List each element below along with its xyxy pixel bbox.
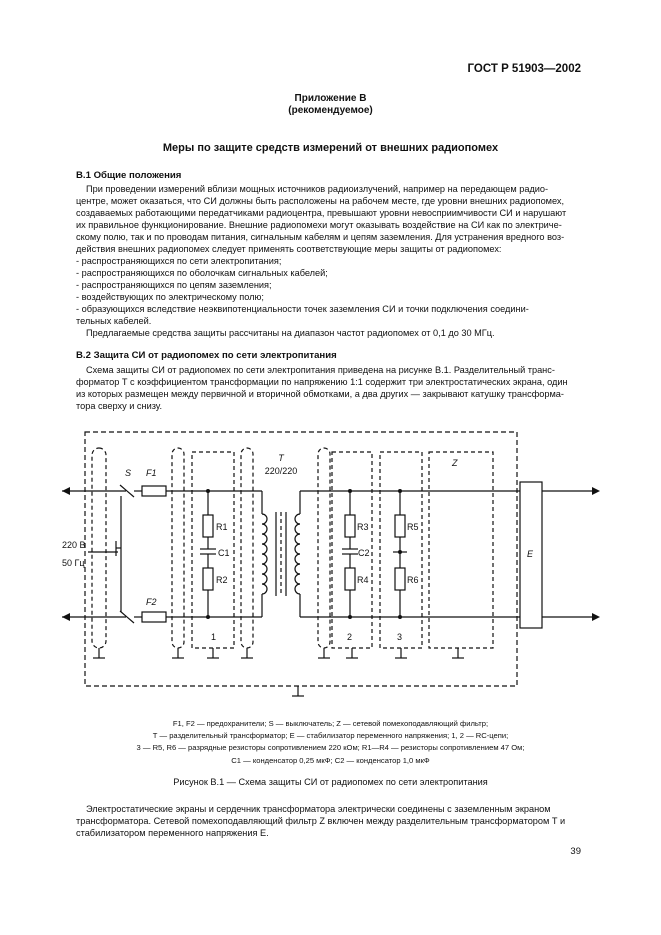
label-r4: R4 (357, 575, 369, 585)
switch-blade-top (119, 484, 135, 498)
text-line: При проведении измерений вблизи мощных и… (86, 184, 549, 194)
label-r6: R6 (407, 575, 419, 585)
text-line: Предлагаемые средства защиты рассчитаны … (86, 328, 495, 338)
label-c2: C2 (358, 548, 370, 558)
text-line: действия внешних радиопомех следует прим… (76, 244, 502, 254)
resistor-r6 (394, 567, 406, 591)
label-ratio: 220/220 (265, 466, 298, 476)
fuse-f1 (141, 485, 167, 497)
resistor-r3 (344, 514, 356, 538)
legend-line: Т — разделительный трансформатор; Е — ст… (152, 731, 509, 741)
label-r1: R1 (216, 522, 228, 532)
label-f1: F1 (146, 468, 157, 478)
list-item: - распространяющихся по оболочкам сигнал… (76, 268, 328, 278)
shield-input (91, 447, 107, 649)
text-line: Схема защиты СИ от радиопомех по сети эл… (86, 365, 555, 375)
figure-title: Рисунок В.1 — Схема защиты СИ от радиопо… (173, 777, 488, 787)
list-item: - распространяющихся по сети электропита… (76, 256, 282, 266)
arrow-top-left (62, 487, 70, 495)
label-r2: R2 (216, 575, 228, 585)
list-item: - воздействующих по электрическому полю; (76, 292, 264, 302)
label-block-3: 3 (397, 632, 402, 642)
appendix-subtitle: (рекомендуемое) (288, 105, 373, 116)
standard-header: ГОСТ Р 51903—2002 (467, 63, 581, 75)
label-block-1: 1 (211, 632, 216, 642)
shield-t1 (240, 447, 254, 649)
legend-line: F1, F2 — предохранители; S — выключатель… (172, 719, 489, 728)
text-line: Электростатические экраны и сердечник тр… (86, 804, 551, 814)
figure-legend: F1, F2 — предохранители; S — выключатель… (0, 718, 661, 767)
resistor-r5 (394, 514, 406, 538)
arrow-bottom-left (62, 613, 70, 621)
appendix-heading: Приложение В (рекомендуемое) (0, 93, 661, 117)
label-t: T (278, 453, 285, 463)
switch-blade-bottom (119, 610, 135, 624)
ground-symbols (93, 648, 464, 697)
text-line: тора сверху и снизу. (76, 401, 163, 411)
list-item: - образующихся вследствие неэквипотенциа… (76, 304, 529, 314)
transformer-primary (261, 513, 268, 595)
text-line: центре, может оказаться, что СИ должны б… (76, 196, 565, 206)
fuse-f2 (141, 611, 167, 623)
appendix-title: Приложение В (294, 93, 367, 104)
text-line: трансформатора. Сетевой помехоподавляющи… (76, 816, 566, 826)
text-line: из которых размещен между первичной и вт… (76, 389, 564, 399)
label-block-2: 2 (347, 632, 352, 642)
shield-t2 (317, 447, 331, 649)
arrow-top-right (592, 487, 600, 495)
page-title: Меры по защите средств измерений от внеш… (162, 142, 499, 154)
legend-line: C1 — конденсатор 0,25 мкФ; C2 — конденса… (231, 755, 430, 765)
text-line: скому полю, так и по проводам питания, с… (76, 232, 565, 242)
label-frequency: 50 Гц (62, 558, 85, 568)
section-1-body: При проведении измерений вблизи мощных и… (76, 183, 582, 339)
text-line: тельных кабелей. (76, 316, 152, 326)
label-s: S (125, 468, 131, 478)
section-1-heading: В.1 Общие положения (76, 170, 182, 181)
text-line: создаваемых работающими передатчиками ра… (76, 208, 567, 218)
section-2-heading: В.2 Защита СИ от радиопомех по сети элек… (76, 350, 337, 361)
resistor-r2 (202, 567, 214, 591)
label-r5: R5 (407, 522, 419, 532)
page-number: 39 (570, 846, 581, 857)
label-r3: R3 (357, 522, 369, 532)
label-c1: C1 (218, 548, 230, 558)
label-voltage: 220 В (62, 540, 86, 550)
resistor-r1 (202, 514, 214, 538)
label-z: Z (451, 458, 458, 468)
transformer-secondary (294, 513, 301, 595)
filter-z-box (428, 451, 494, 649)
closing-paragraph: Электростатические экраны и сердечник тр… (76, 803, 582, 839)
label-f2: F2 (146, 597, 157, 607)
section-2-body: Схема защиты СИ от радиопомех по сети эл… (76, 364, 582, 412)
resistor-r4 (344, 567, 356, 591)
arrow-bottom-right (592, 613, 600, 621)
shield-fuse (171, 447, 185, 649)
text-line: их правильное функционирование. Внешние … (76, 220, 562, 230)
text-line: стабилизатором переменного напряжения Е. (76, 828, 269, 838)
label-e: E (527, 549, 534, 559)
stabilizer-e (519, 481, 543, 629)
legend-line: 3 — R5, R6 — разрядные резисторы сопроти… (136, 743, 525, 753)
enclosure-outline (84, 431, 518, 687)
list-item: - распространяющихся по цепям заземления… (76, 280, 272, 290)
text-line: форматор Т с коэффициентом трансформации… (76, 377, 568, 387)
